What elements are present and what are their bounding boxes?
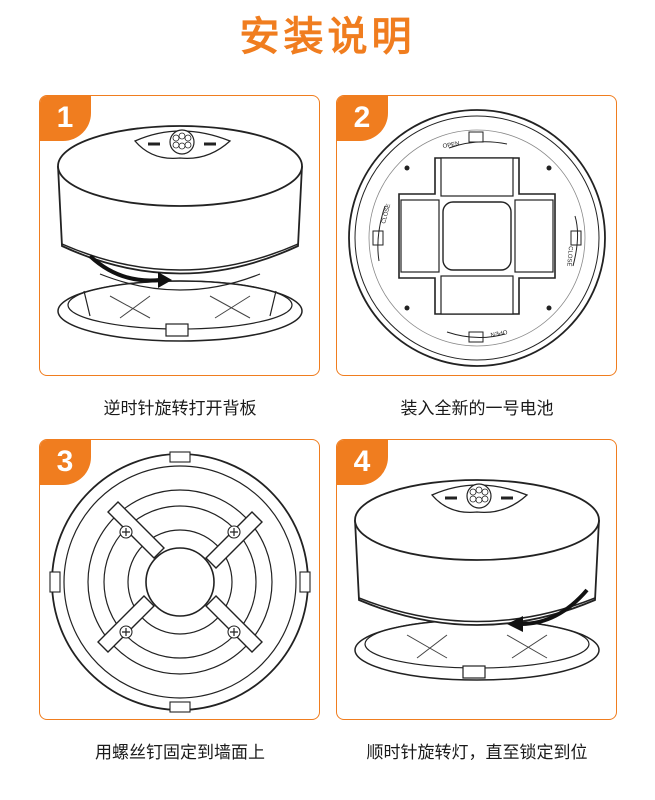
battery-compartment-illustration: OPEN CLOSE CLOSE OPEN xyxy=(348,109,606,367)
step-1-card: 1 xyxy=(39,95,320,376)
ring-label-open-top: OPEN xyxy=(442,141,460,150)
step-4-number-badge: 4 xyxy=(337,440,388,485)
ring-label-close-left: CLOSE xyxy=(381,203,392,224)
wall-mount-plate-illustration xyxy=(49,451,311,713)
step-2-caption: 装入全新的一号电池 xyxy=(400,399,554,419)
step-3-card: 3 xyxy=(39,439,320,720)
lamp-open-illustration xyxy=(57,125,303,342)
step-4-card: 4 xyxy=(336,439,617,720)
step-2-card: 2 OPEN CLOSE CLOSE OPEN xyxy=(336,95,617,376)
step-3-caption: 用螺丝钉固定到墙面上 xyxy=(95,743,265,763)
step-1-number-badge: 1 xyxy=(40,96,91,141)
step-4-caption: 顺时针旋转灯，直至锁定到位 xyxy=(366,743,588,763)
ring-label-open-bottom: OPEN xyxy=(490,328,508,337)
ring-label-close-right: CLOSE xyxy=(565,246,573,267)
page-title: 安装说明 xyxy=(239,14,416,60)
lamp-lock-illustration xyxy=(354,479,600,681)
step-1-caption: 逆时针旋转打开背板 xyxy=(103,399,257,419)
